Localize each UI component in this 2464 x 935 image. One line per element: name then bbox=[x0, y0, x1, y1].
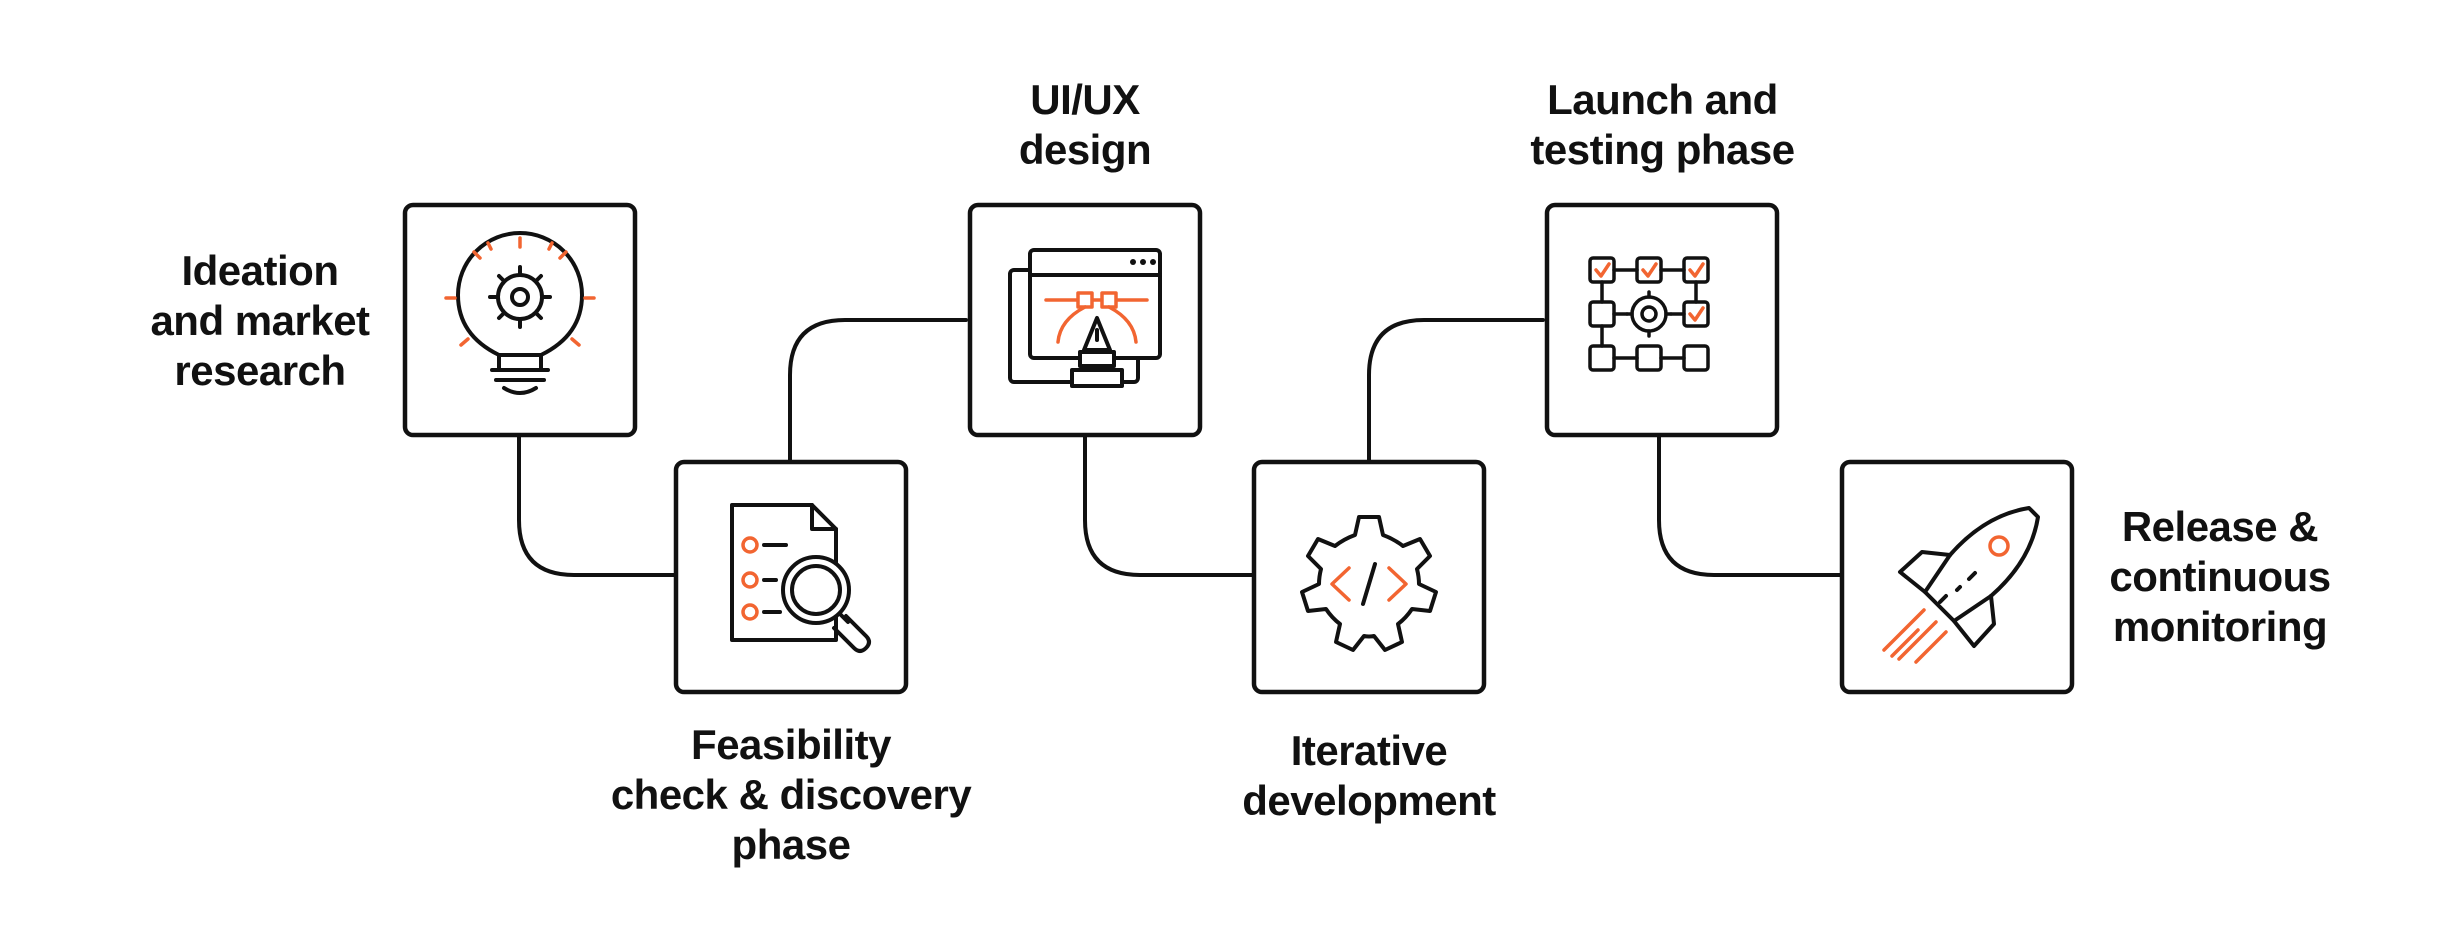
connector-design-development bbox=[1083, 435, 1255, 577]
step-label-ideation: Ideation and market research bbox=[135, 246, 385, 396]
connector-ideation-feasibility bbox=[517, 435, 680, 577]
step-box-feasibility bbox=[673, 459, 909, 695]
step-label-line: UI/UX bbox=[1030, 76, 1140, 123]
step-box-testing bbox=[1544, 202, 1780, 438]
step-label-line: phase bbox=[731, 821, 851, 868]
connector-feasibility-design bbox=[788, 318, 968, 462]
step-label-line: monitoring bbox=[2112, 603, 2328, 650]
step-label-line: development bbox=[1242, 777, 1496, 824]
step-label-line: continuous bbox=[2109, 553, 2331, 600]
step-label-line: Feasibility bbox=[691, 721, 891, 768]
step-box-ideation bbox=[402, 202, 638, 438]
rocket-icon bbox=[1882, 506, 2040, 664]
step-label-development: Iterative development bbox=[1204, 726, 1534, 826]
step-label-design: UI/UX design bbox=[985, 75, 1185, 175]
step-label-line: check & discovery bbox=[610, 771, 972, 818]
checklist-flow-gear-icon bbox=[1588, 256, 1710, 372]
step-label-feasibility: Feasibility check & discovery phase bbox=[591, 720, 991, 870]
step-label-line: testing phase bbox=[1530, 126, 1795, 173]
document-magnifier-icon bbox=[730, 503, 871, 653]
step-label-line: design bbox=[1018, 126, 1152, 173]
step-label-line: Release & bbox=[2121, 503, 2319, 550]
step-label-line: Launch and bbox=[1547, 76, 1778, 123]
step-box-release bbox=[1839, 459, 2075, 695]
gear-code-icon bbox=[1300, 515, 1438, 652]
lightbulb-gear-icon bbox=[444, 231, 596, 395]
connector-development-testing bbox=[1367, 318, 1545, 462]
connector-testing-release bbox=[1657, 435, 1842, 577]
step-label-line: Iterative bbox=[1290, 727, 1448, 774]
step-label-line: and market bbox=[150, 297, 370, 344]
step-box-design bbox=[967, 202, 1203, 438]
step-box-development bbox=[1251, 459, 1487, 695]
step-label-line: research bbox=[174, 347, 346, 394]
step-label-line: Ideation bbox=[181, 247, 339, 294]
step-label-release: Release & continuous monitoring bbox=[2085, 502, 2355, 652]
design-window-pen-icon bbox=[1008, 248, 1162, 388]
step-label-testing: Launch and testing phase bbox=[1510, 75, 1815, 175]
